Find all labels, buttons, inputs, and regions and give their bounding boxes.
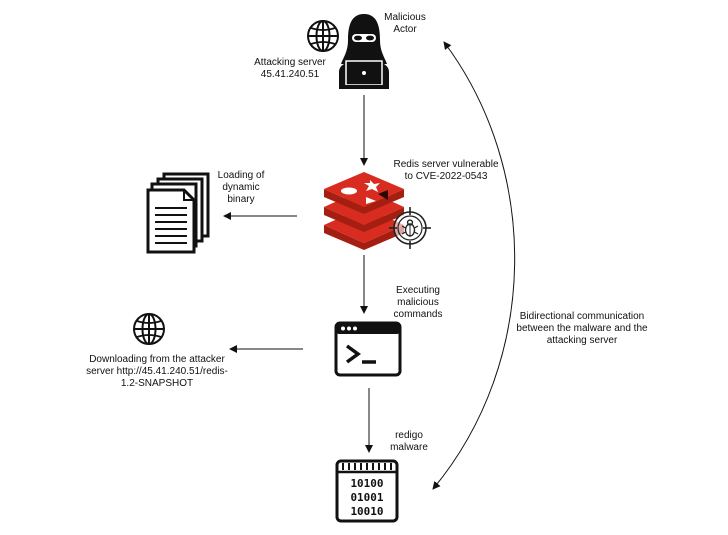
bug-target-icon: [388, 206, 432, 250]
svg-text:10010: 10010: [350, 505, 383, 518]
globe-icon: [132, 312, 166, 346]
documents-icon: [146, 172, 210, 254]
redis-icon: [318, 170, 410, 250]
globe-icon: [306, 19, 340, 53]
hacker-icon: [337, 12, 391, 90]
svg-text:01001: 01001: [350, 491, 383, 504]
terminal-icon: [334, 321, 402, 377]
svg-text:10100: 10100: [350, 477, 383, 490]
binary-window-icon: 10100 01001 10010: [335, 459, 399, 523]
arrow-bidirectional-curve: [432, 41, 516, 490]
